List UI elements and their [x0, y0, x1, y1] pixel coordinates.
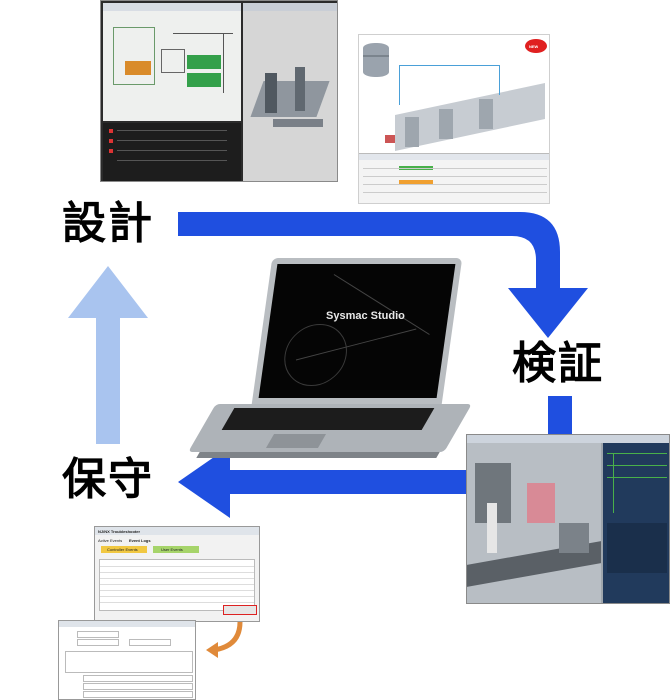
arrow-verify-to-maintain	[178, 446, 466, 518]
arrow-verify-stub	[548, 396, 572, 434]
properties-table	[103, 123, 241, 181]
dialog-screenshot	[58, 620, 196, 700]
design-label: 設計	[62, 198, 154, 249]
database-icon	[363, 43, 389, 77]
arrow-maintain-to-design	[68, 266, 148, 444]
maintain-label: 保守	[62, 454, 154, 505]
simulation-screenshot: NEW	[358, 34, 550, 204]
tab-event-logs[interactable]: Event Logs	[129, 538, 151, 543]
tab-active-events[interactable]: Active Events	[98, 538, 123, 543]
new-badge-text: NEW	[529, 44, 539, 49]
event-table	[359, 153, 549, 203]
event-log-table	[99, 559, 255, 611]
laptop: Sysmac Studio	[188, 258, 472, 460]
verify-screenshot	[466, 434, 670, 604]
laptop-touchpad	[265, 434, 327, 448]
arrow-design-to-verify	[178, 212, 588, 338]
user-events-label: User Events	[161, 547, 183, 552]
verify-label: 検証	[512, 338, 604, 389]
user-events-button[interactable]	[153, 546, 199, 553]
laptop-screen-title: Sysmac Studio	[326, 310, 405, 322]
laptop-keyboard	[221, 408, 435, 430]
machine-3d-view	[467, 443, 601, 603]
controller-events-button[interactable]	[101, 546, 147, 553]
laptop-screen	[258, 264, 456, 398]
logic-editor-panel	[103, 3, 241, 121]
new-badge	[525, 39, 547, 53]
highlighted-action-button[interactable]	[223, 605, 257, 615]
3d-model-panel	[243, 3, 337, 181]
program-panel	[603, 443, 669, 603]
troubleshooter-title: NJ/NX Troubleshooter	[98, 529, 141, 534]
design-screenshot	[100, 0, 338, 182]
controller-events-label: Controller Events	[107, 547, 138, 552]
troubleshooter-screenshot: NJ/NX Troubleshooter Active Events Event…	[94, 526, 260, 622]
orange-curved-arrow	[206, 621, 243, 658]
